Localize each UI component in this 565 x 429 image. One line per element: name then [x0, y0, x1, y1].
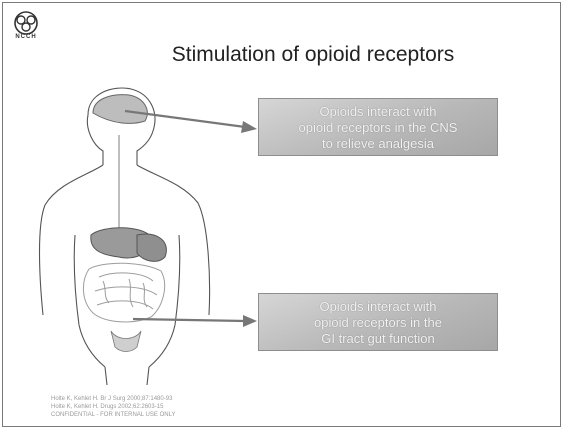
ncch-logo: NCCH: [11, 11, 41, 45]
cns-box-line-1: Opioids interact with: [259, 104, 497, 120]
confidentiality-note: CONFIDENTIAL - FOR INTERNAL USE ONLY: [51, 411, 351, 419]
logo-caption: NCCH: [11, 34, 41, 40]
cns-box-line-3: to relieve analgesia: [259, 136, 497, 152]
reference-1: Holte K, Kehlet H. Br J Surg 2000;87:148…: [51, 395, 351, 403]
gi-box-line-1: Opioids interact with: [259, 299, 497, 315]
gi-effect-box: Opioids interact with opioid receptors i…: [258, 293, 498, 351]
reference-2: Holte K, Kehlet H. Drugs 2002;62:2603-15: [51, 403, 351, 411]
gi-box-line-2: opioid receptors in the: [259, 315, 497, 331]
human-body-illustration: [33, 85, 263, 385]
cns-box-line-2: opioid receptors in the CNS: [259, 120, 497, 136]
gi-box-line-3: GI tract gut function: [259, 331, 497, 347]
cns-effect-box: Opioids interact with opioid receptors i…: [258, 98, 498, 156]
references: Holte K, Kehlet H. Br J Surg 2000;87:148…: [51, 395, 351, 419]
slide-title: Stimulation of opioid receptors: [133, 43, 493, 67]
logo-emblem-icon: [11, 11, 41, 35]
